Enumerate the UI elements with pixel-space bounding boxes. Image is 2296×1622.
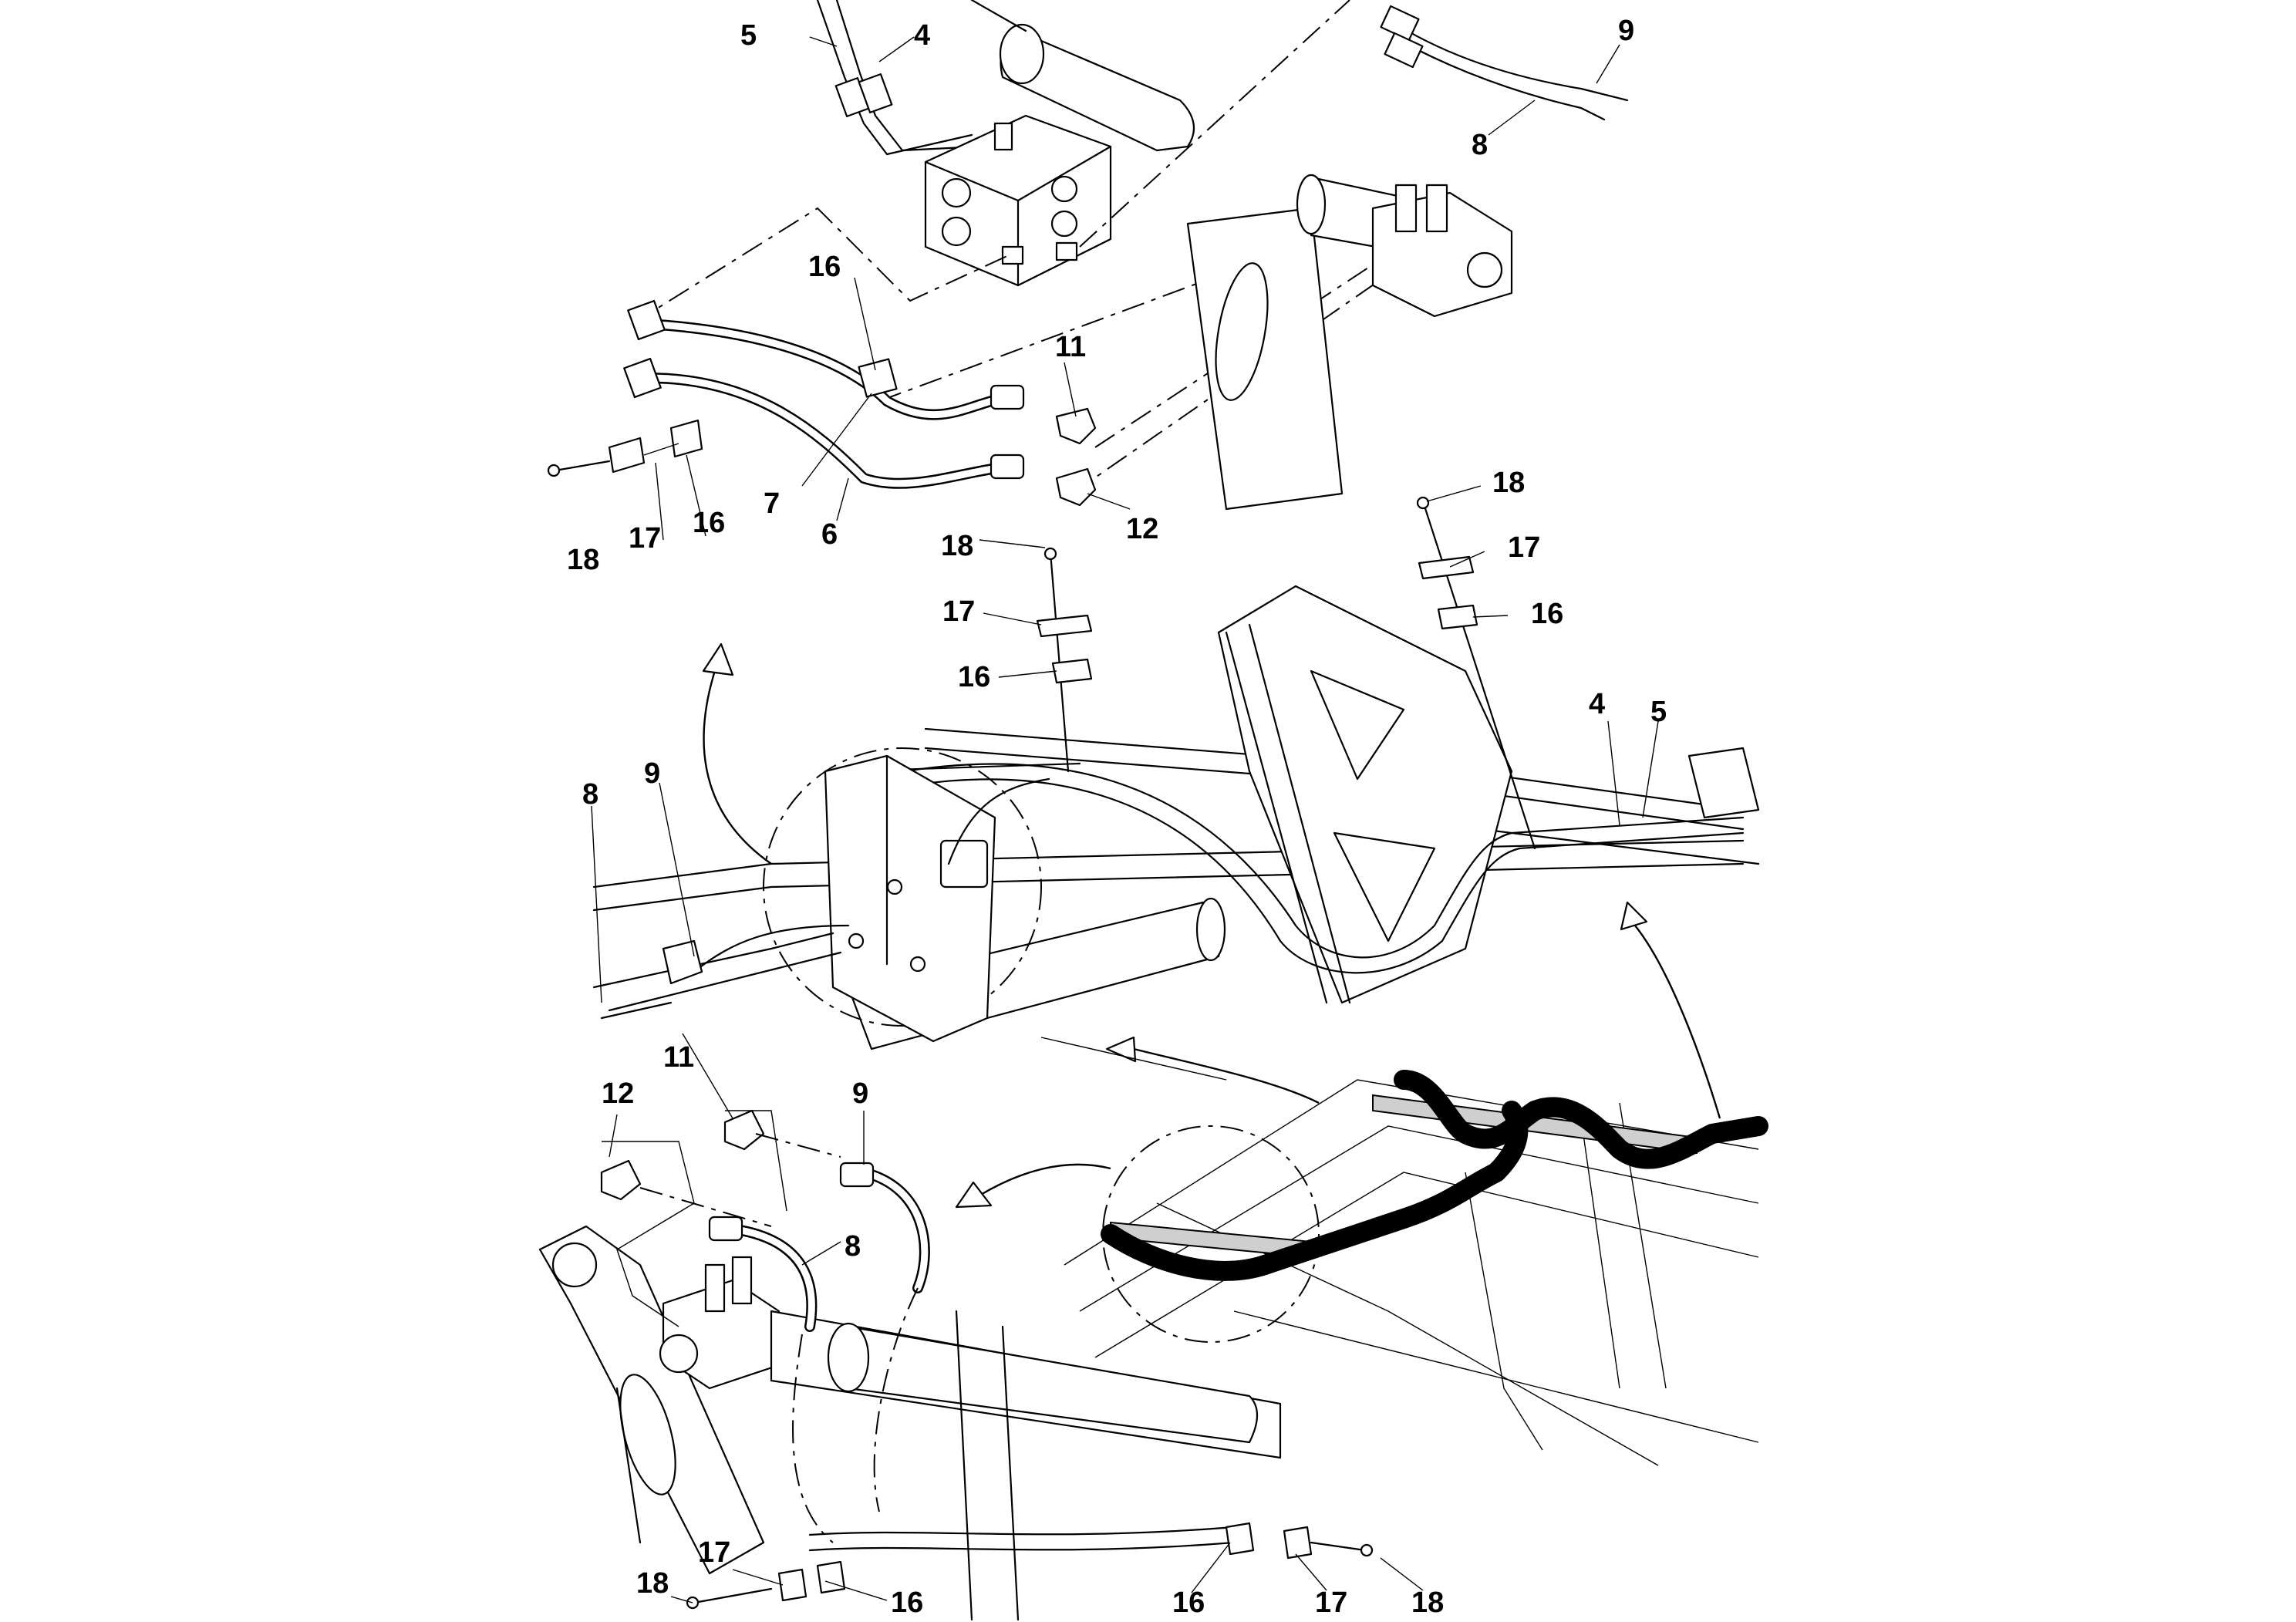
callout-labels: 5 4 9 8 16 11 18 17 16 7 6 12 18 17 16 1… [567, 15, 1667, 1619]
top-cylinder [970, 0, 1195, 152]
callout-5-top: 5 [740, 19, 757, 52]
callout-11-top: 11 [1055, 331, 1086, 363]
callout-8-top: 8 [1472, 129, 1488, 161]
hose-6-7 [623, 299, 1025, 489]
callout-8-mid: 8 [582, 778, 598, 811]
elbow-fittings-top [1055, 407, 1097, 507]
callout-17-a: 17 [629, 522, 661, 555]
callout-7: 7 [764, 487, 780, 520]
callout-16-a: 16 [808, 251, 841, 283]
callout-16-b: 16 [693, 507, 725, 539]
valve-block [924, 114, 1112, 287]
callout-9-bot: 9 [852, 1077, 868, 1110]
callout-9-mid: 9 [644, 757, 660, 790]
callout-17-c: 17 [942, 595, 975, 628]
callout-18-a: 18 [567, 544, 599, 576]
clamp-set-bottom-left [686, 1560, 846, 1610]
callout-16-c: 16 [1531, 598, 1563, 630]
top-assembly [547, 0, 1629, 511]
callout-12-top: 12 [1126, 513, 1158, 545]
callout-4-top: 4 [914, 19, 930, 52]
callout-18-c: 18 [941, 530, 973, 562]
callout-8-bot: 8 [845, 1230, 861, 1263]
clamp-set-mid [1036, 547, 1093, 773]
callout-11-bot: 11 [663, 1041, 694, 1074]
callout-18-e: 18 [1411, 1587, 1444, 1619]
callout-17-b: 17 [1508, 531, 1540, 564]
hoses-8-9-top [1380, 5, 1629, 121]
callout-16-e: 16 [891, 1587, 923, 1619]
bottom-left-assembly [538, 1109, 1374, 1621]
callout-12-bot: 12 [602, 1077, 634, 1110]
detail-valve-block [824, 754, 1050, 1043]
leader-lines [591, 36, 1659, 1603]
callout-5-mid: 5 [1650, 696, 1667, 728]
clamp-set-mid-right [1416, 496, 1536, 850]
middle-assembly [592, 496, 1760, 1050]
clamp-set-top-left [547, 358, 898, 477]
callout-17-d: 17 [698, 1536, 730, 1569]
callout-18-d: 18 [636, 1567, 669, 1600]
clamp-set-bottom-right [1225, 1522, 1374, 1560]
callout-9-top: 9 [1618, 15, 1634, 47]
callout-16-d: 16 [958, 661, 990, 693]
overview-inset [955, 901, 1768, 1466]
callout-4-mid: 4 [1589, 688, 1605, 720]
callout-18-b: 18 [1492, 467, 1525, 499]
callout-16-f: 16 [1172, 1587, 1205, 1619]
callout-6: 6 [821, 518, 838, 551]
top-right-bracket [1186, 174, 1513, 511]
callout-17-e: 17 [1315, 1587, 1347, 1619]
